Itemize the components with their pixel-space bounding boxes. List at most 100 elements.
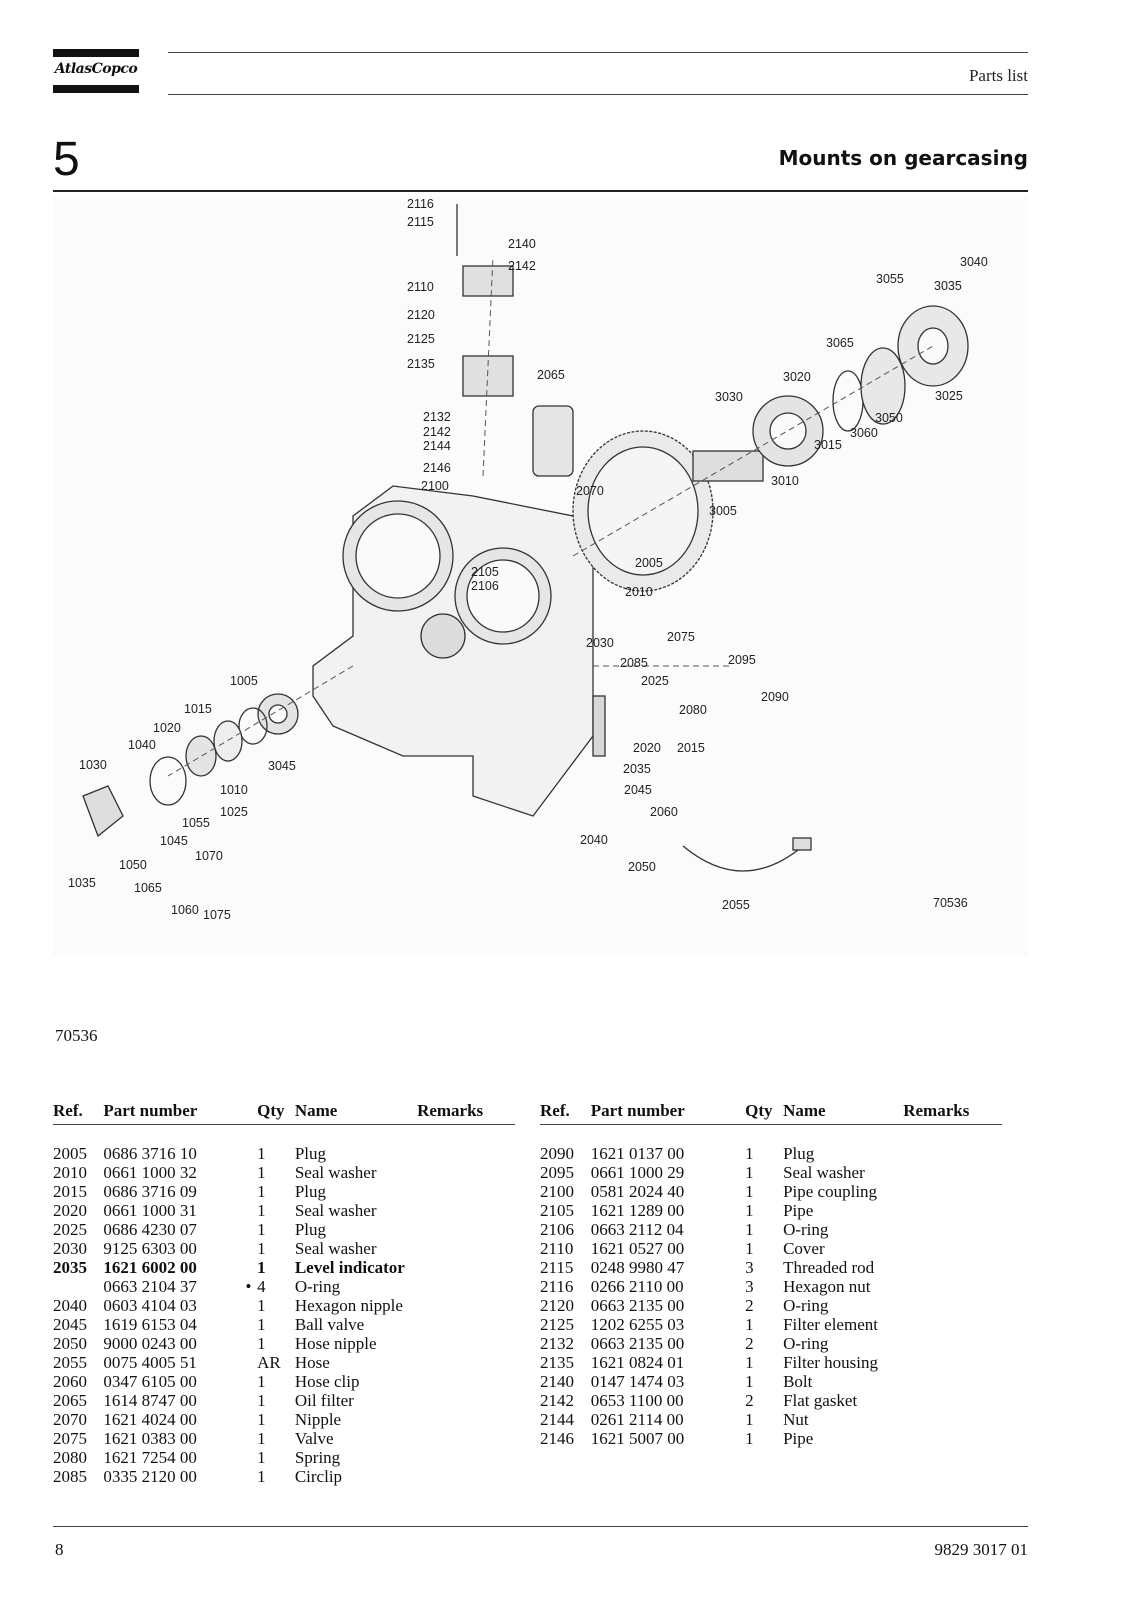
cell-name: Ball valve — [294, 1315, 365, 1334]
col-part-number: Part number — [590, 1100, 729, 1125]
callout-label: 2055 — [722, 898, 750, 912]
cell-qty: 1 — [745, 1429, 754, 1448]
cell-qty: 1 — [257, 1410, 266, 1429]
cell-part-number: 1621 1289 00 — [590, 1201, 685, 1220]
cell-marker — [728, 1410, 745, 1429]
cell-part-number: 0686 3716 09 — [103, 1182, 197, 1201]
cell-marker — [240, 1239, 257, 1258]
cell-qty: 1 — [745, 1144, 754, 1163]
cell-name: Circlip — [294, 1467, 343, 1486]
cell-qty: 1 — [745, 1239, 754, 1258]
cell-marker — [240, 1201, 257, 1220]
cell-marker — [240, 1163, 257, 1182]
callout-label: 1015 — [184, 702, 212, 716]
cell-ref: 2144 — [540, 1410, 574, 1429]
col-name: Name — [783, 1100, 904, 1125]
cell-marker — [728, 1429, 745, 1448]
cell-remarks — [417, 1163, 515, 1182]
callout-label: 3020 — [783, 370, 811, 384]
cell-marker — [728, 1258, 745, 1277]
cell-name: Level indicator — [294, 1258, 405, 1277]
callout-label: 2010 — [625, 585, 653, 599]
cell-name: Flat gasket — [783, 1391, 858, 1410]
callout-label: 2035 — [623, 762, 651, 776]
cell-part-number: 1621 4024 00 — [103, 1410, 197, 1429]
cell-marker — [240, 1144, 257, 1163]
cell-qty: 1 — [257, 1334, 266, 1353]
callout-label: 2020 — [633, 741, 661, 755]
cell-remarks — [417, 1182, 515, 1201]
cell-qty: 1 — [745, 1182, 754, 1201]
cell-remarks — [903, 1372, 1002, 1391]
cell-remarks — [903, 1182, 1002, 1201]
cell-ref: 2060 — [53, 1372, 87, 1391]
cell-qty: 1 — [257, 1144, 266, 1163]
cell-marker — [728, 1372, 745, 1391]
cell-part-number: 0147 1474 03 — [590, 1372, 685, 1391]
cell-ref: 2105 — [540, 1201, 574, 1220]
cell-remarks — [417, 1239, 515, 1258]
cell-qty: AR — [257, 1353, 281, 1372]
header-rule-bottom — [168, 94, 1028, 95]
callout-label: 2125 — [407, 332, 435, 346]
cell-qty: 2 — [745, 1334, 754, 1353]
cell-qty: 2 — [745, 1296, 754, 1315]
cell-part-number: 0335 2120 00 — [103, 1467, 197, 1486]
cell-remarks — [903, 1353, 1002, 1372]
cell-name: Plug — [294, 1144, 327, 1163]
cell-qty: 1 — [257, 1315, 266, 1334]
cell-qty: 1 — [257, 1448, 266, 1467]
cell-part-number: 0248 9980 47 — [590, 1258, 685, 1277]
cell-name: Plug — [294, 1182, 327, 1201]
exploded-view-diagram: 2116 2115 2140 2142 2110 2120 2125 2135 … — [53, 196, 1028, 956]
callout-label: 3050 — [875, 411, 903, 425]
cell-part-number: 0075 4005 51 — [103, 1353, 197, 1372]
cell-name: Nipple — [294, 1410, 342, 1429]
callout-label: 2146 — [423, 461, 451, 475]
diagram-svg: 2116 2115 2140 2142 2110 2120 2125 2135 … — [68, 197, 988, 922]
cell-qty: 1 — [257, 1201, 266, 1220]
chapter-number: 5 — [53, 133, 80, 186]
cell-part-number: 0661 1000 32 — [103, 1163, 197, 1182]
cell-name: Spring — [294, 1448, 341, 1467]
cell-part-number: 0686 4230 07 — [103, 1220, 197, 1239]
cell-ref: 2015 — [53, 1182, 87, 1201]
cell-qty: 2 — [745, 1391, 754, 1410]
callout-label: 3055 — [876, 272, 904, 286]
cell-ref: 2035 — [53, 1258, 87, 1277]
cell-ref: 2085 — [53, 1467, 87, 1486]
cell-marker — [728, 1220, 745, 1239]
cell-name: Plug — [783, 1144, 815, 1163]
cell-ref: 2055 — [53, 1353, 87, 1372]
cell-part-number: 1621 0137 00 — [590, 1144, 685, 1163]
cell-name: Oil filter — [294, 1391, 354, 1410]
cell-marker — [728, 1353, 745, 1372]
cell-remarks — [903, 1239, 1002, 1258]
callout-label: 2110 — [407, 280, 434, 294]
callout-label: 2106 — [471, 579, 499, 593]
cell-remarks — [903, 1258, 1002, 1277]
col-qty: Qty — [257, 1100, 295, 1125]
callout-label: 2142 — [508, 259, 536, 273]
cell-marker — [240, 1182, 257, 1201]
footer-rule — [53, 1526, 1028, 1527]
cell-part-number: 1621 6002 00 — [103, 1258, 197, 1277]
cell-remarks — [417, 1353, 515, 1372]
cell-ref — [53, 1277, 103, 1296]
col-ref: Ref. — [540, 1100, 591, 1125]
cell-part-number: 0663 2112 04 — [590, 1220, 684, 1239]
cell-name: O-ring — [783, 1220, 829, 1239]
callout-label: 2120 — [407, 308, 435, 322]
callout-label: 1030 — [79, 758, 107, 772]
